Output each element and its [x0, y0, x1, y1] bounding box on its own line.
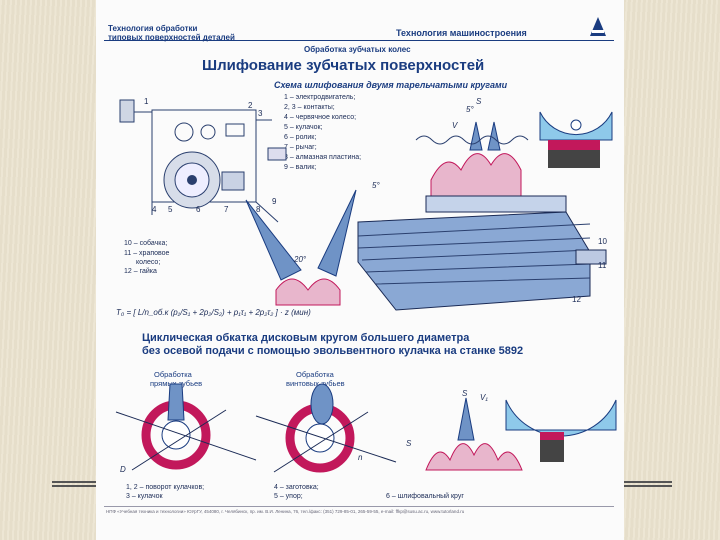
- header-left-line2: типовых поверхностей деталей: [108, 33, 235, 42]
- legend-top-item: 1 – электродвигатель;: [284, 94, 356, 101]
- callout-number: 12: [572, 295, 581, 304]
- footer-rule: [104, 506, 614, 507]
- poster: Технология обработки типовых поверхносте…: [96, 0, 624, 540]
- legend-left-item: 10 – собачка;: [124, 240, 168, 247]
- poster-title: Шлифование зубчатых поверхностей: [202, 57, 485, 74]
- callout-number: 4: [152, 205, 157, 214]
- angle-and-symbol-labels: 5° 5° 20° S V S V₁ n D S: [120, 97, 488, 474]
- header-rule: [104, 40, 614, 41]
- helical-teeth-diagram: [255, 383, 397, 473]
- footer-text: НПФ «Учебная техника и технологии» ЮУрГУ…: [106, 509, 465, 514]
- legend-left-item: колесо;: [136, 259, 161, 266]
- worm-gear: [163, 151, 245, 209]
- symbol-label: S: [476, 97, 482, 106]
- legend-left-item: 11 – храповое: [124, 250, 170, 257]
- callout-number: 11: [598, 261, 607, 270]
- callout-number: 6: [196, 205, 201, 214]
- legend-bottom-item: 5 – упор;: [274, 493, 303, 500]
- callout-number: 8: [256, 205, 261, 214]
- poster-subtitle: Схема шлифования двумя тарельчатыми круг…: [274, 80, 508, 90]
- dish-wheels-diagram: [415, 121, 529, 201]
- section-label: Обработка зубчатых колес: [304, 45, 411, 54]
- legend-bottom-item: 6 – шлифовальный круг: [386, 493, 464, 500]
- wheel-section-diagram: [539, 111, 613, 168]
- grinding-wheels-middle: [245, 189, 357, 306]
- callout-number: 9: [272, 197, 277, 206]
- machine-carriage: [357, 195, 607, 311]
- legend-top-item: 7 – рычаг;: [284, 144, 317, 151]
- logo: [588, 16, 608, 43]
- legend-top-item: 8 – алмазная пластина;: [284, 154, 362, 161]
- caption-line1: Циклическая обкатка дисковым кругом боль…: [142, 332, 470, 344]
- symbol-label: S: [462, 389, 468, 398]
- symbol-label: V₁: [480, 393, 488, 402]
- legend-bottom-item: 3 – кулачок: [126, 493, 163, 500]
- symbol-label: S: [406, 439, 412, 448]
- label-straight-teeth-1: Обработка: [154, 370, 192, 379]
- callout-number: 2: [248, 101, 253, 110]
- header-left-line1: Технология обработки: [108, 24, 198, 33]
- callout-number: 1: [144, 97, 149, 106]
- header-right: Технология машиностроения: [396, 28, 527, 38]
- generating-gear-diagram: [425, 397, 617, 471]
- callout-number: 10: [598, 237, 607, 246]
- legend-top-item: 5 – кулачок;: [284, 124, 323, 131]
- symbol-label: V: [452, 121, 458, 130]
- symbol-label: n: [358, 453, 363, 462]
- callout-number: 3: [258, 109, 263, 118]
- straight-teeth-diagram: [115, 383, 257, 471]
- diagrams: 1 2 3 4 5 6 7 8 9 10 11 12 5° 5° 20° S V…: [115, 97, 617, 474]
- legend-bottom-item: 4 – заготовка;: [274, 484, 319, 491]
- machining-time-formula: T₀ = [ L/n_об.к (p₁/S₁ + 2p₂/S₂) + p₁τ₁ …: [116, 308, 311, 317]
- callout-numbers: 1 2 3 4 5 6 7 8 9 10 11 12: [144, 97, 607, 304]
- legend-top-item: 2, 3 – контакты;: [284, 104, 335, 111]
- legend-top-item: 4 – червячное колесо;: [284, 114, 357, 121]
- label-helical-teeth-2: винтовых зубьев: [286, 379, 345, 388]
- legend-left-item: 12 – гайка: [124, 268, 157, 275]
- angle-label: 5°: [372, 181, 380, 190]
- legend-top-item: 9 – валик;: [284, 164, 317, 171]
- legend-bottom-item: 1, 2 – поворот кулачков;: [126, 484, 205, 491]
- label-helical-teeth-1: Обработка: [296, 370, 334, 379]
- callout-number: 7: [224, 205, 229, 214]
- legend-top-item: 6 – ролик;: [284, 134, 317, 141]
- callout-number: 5: [168, 205, 173, 214]
- symbol-label: D: [120, 465, 126, 474]
- angle-label: 20°: [293, 255, 307, 264]
- angle-label: 5°: [466, 105, 474, 114]
- caption-line2: без осевой подачи с помощью эвольвентног…: [142, 345, 524, 357]
